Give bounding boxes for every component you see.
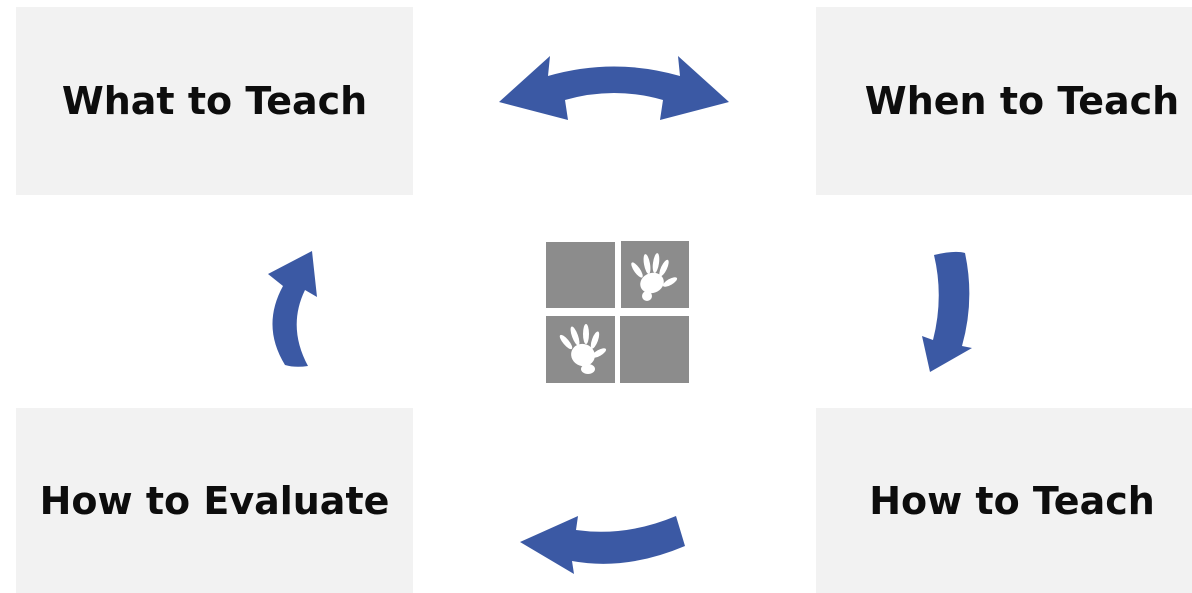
- arrow-bottom-left-icon: [520, 516, 685, 574]
- how-to-teach-label: How to Teach: [869, 478, 1155, 523]
- handprint-bottom-icon: [559, 324, 607, 374]
- arrow-right-down-icon: [922, 251, 972, 372]
- how-to-evaluate-label: How to Evaluate: [39, 478, 390, 523]
- what-to-teach-label: What to Teach: [61, 79, 368, 123]
- when-to-teach-label: When to Teach: [864, 79, 1180, 123]
- when-to-teach-box: When to Teach: [816, 7, 1192, 195]
- how-to-evaluate-box: How to Evaluate: [16, 408, 413, 593]
- handprint-top-icon: [631, 253, 678, 301]
- how-to-teach-box: How to Teach: [816, 408, 1192, 593]
- arrow-left-up-icon: [268, 251, 317, 367]
- handprint-tiles-logo-icon: [546, 241, 689, 383]
- what-to-teach-box: What to Teach: [16, 7, 413, 195]
- double-arrow-top-icon: [499, 56, 729, 120]
